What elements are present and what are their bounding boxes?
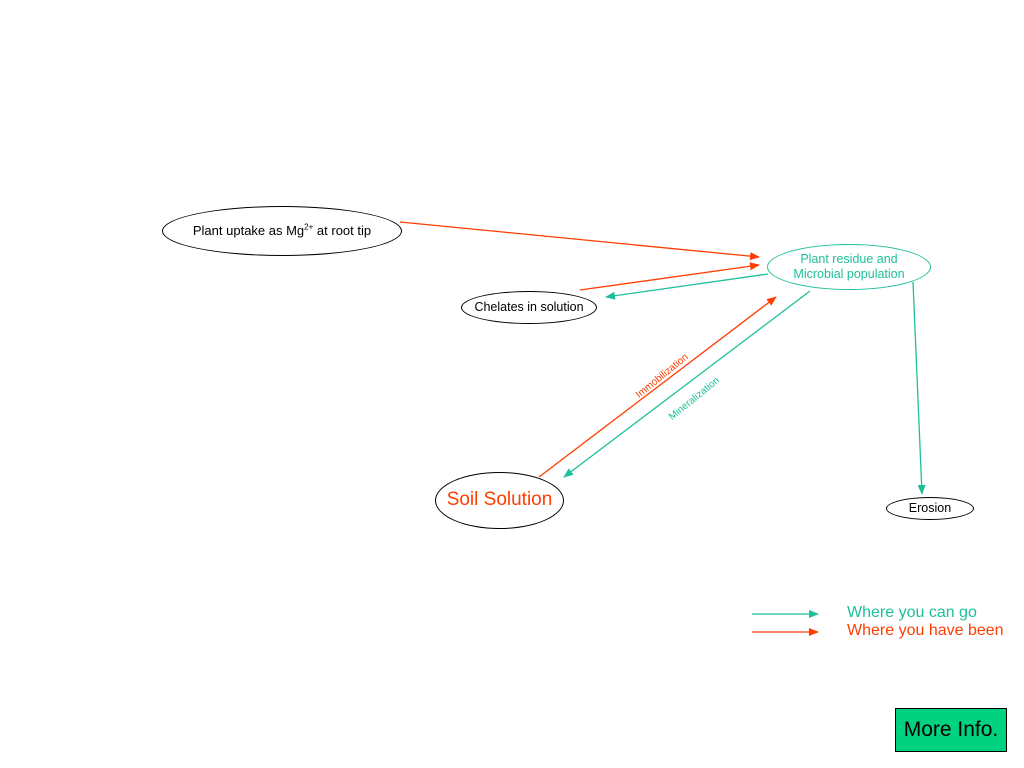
erosion-label: Erosion [908, 501, 952, 515]
uptake-text-before: Plant uptake as Mg [192, 223, 305, 239]
edge-residue-to-erosion [912, 281, 926, 495]
plant-residue-line1: Plant residue and [800, 252, 898, 266]
plant-residue-node: Plant residue and Microbial population [767, 244, 931, 290]
edge-uptake-to-residue [399, 221, 760, 261]
soil-solution-node: Soil Solution [435, 472, 564, 529]
uptake-text-after: at root tip [313, 223, 372, 239]
chelates-node: Chelates in solution [461, 291, 597, 324]
edge-chelates-to-residue [579, 262, 760, 291]
plant-residue-label: Plant residue and Microbial population [793, 252, 904, 282]
soil-solution-label: Soil Solution [446, 489, 553, 511]
legend-have-been-label: Where you have been [847, 622, 1004, 639]
edge-residue-to-chelates [605, 273, 769, 300]
legend-can-go-label: Where you can go [847, 604, 977, 621]
erosion-node: Erosion [886, 497, 974, 520]
edge-soil-to-residue [538, 296, 777, 478]
plant-residue-line2: Microbial population [793, 267, 905, 281]
edge-residue-to-soil [563, 290, 811, 478]
plant-uptake-label: Plant uptake as Mg2+ at root tip [193, 223, 371, 239]
chelates-label: Chelates in solution [474, 300, 584, 314]
uptake-superscript: 2+ [304, 222, 314, 232]
more-info-button[interactable]: More Info. [895, 708, 1007, 752]
plant-uptake-node: Plant uptake as Mg2+ at root tip [162, 206, 402, 256]
